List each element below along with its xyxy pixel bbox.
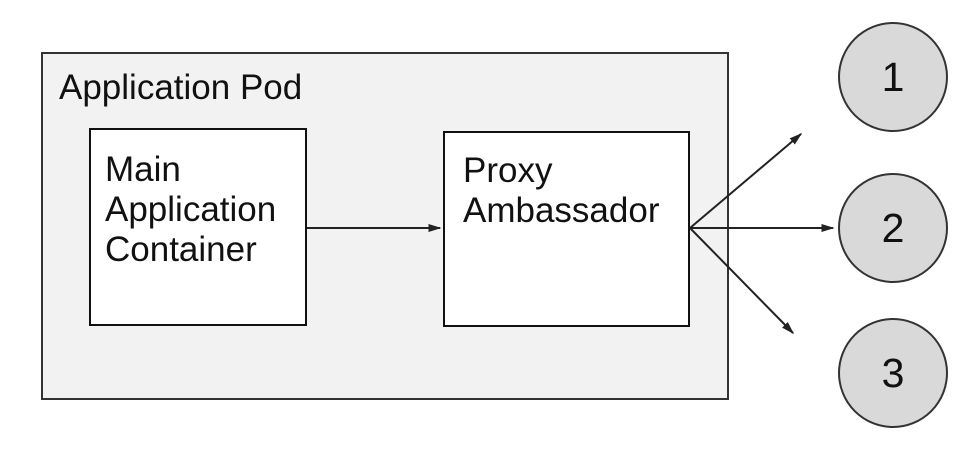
main-container-label-line-1: Main <box>105 150 181 189</box>
endpoint-node-3: 3 <box>838 318 948 428</box>
main-container-label-line-2: Application <box>105 190 277 229</box>
endpoint-1-label: 1 <box>881 53 905 100</box>
proxy-label-line-1: Proxy <box>463 151 553 190</box>
proxy-label-line-2: Ambassador <box>463 191 660 230</box>
endpoint-node-2: 2 <box>838 173 948 283</box>
endpoint-node-1: 1 <box>838 22 948 132</box>
proxy-ambassador-node: Proxy Ambassador <box>443 131 690 327</box>
main-application-container-node: Main Application Container <box>89 128 307 326</box>
application-pod-label: Application Pod <box>59 68 303 107</box>
main-container-label-line-3: Container <box>105 230 257 269</box>
endpoint-3-label: 3 <box>881 349 905 396</box>
endpoint-2-label: 2 <box>881 204 905 251</box>
